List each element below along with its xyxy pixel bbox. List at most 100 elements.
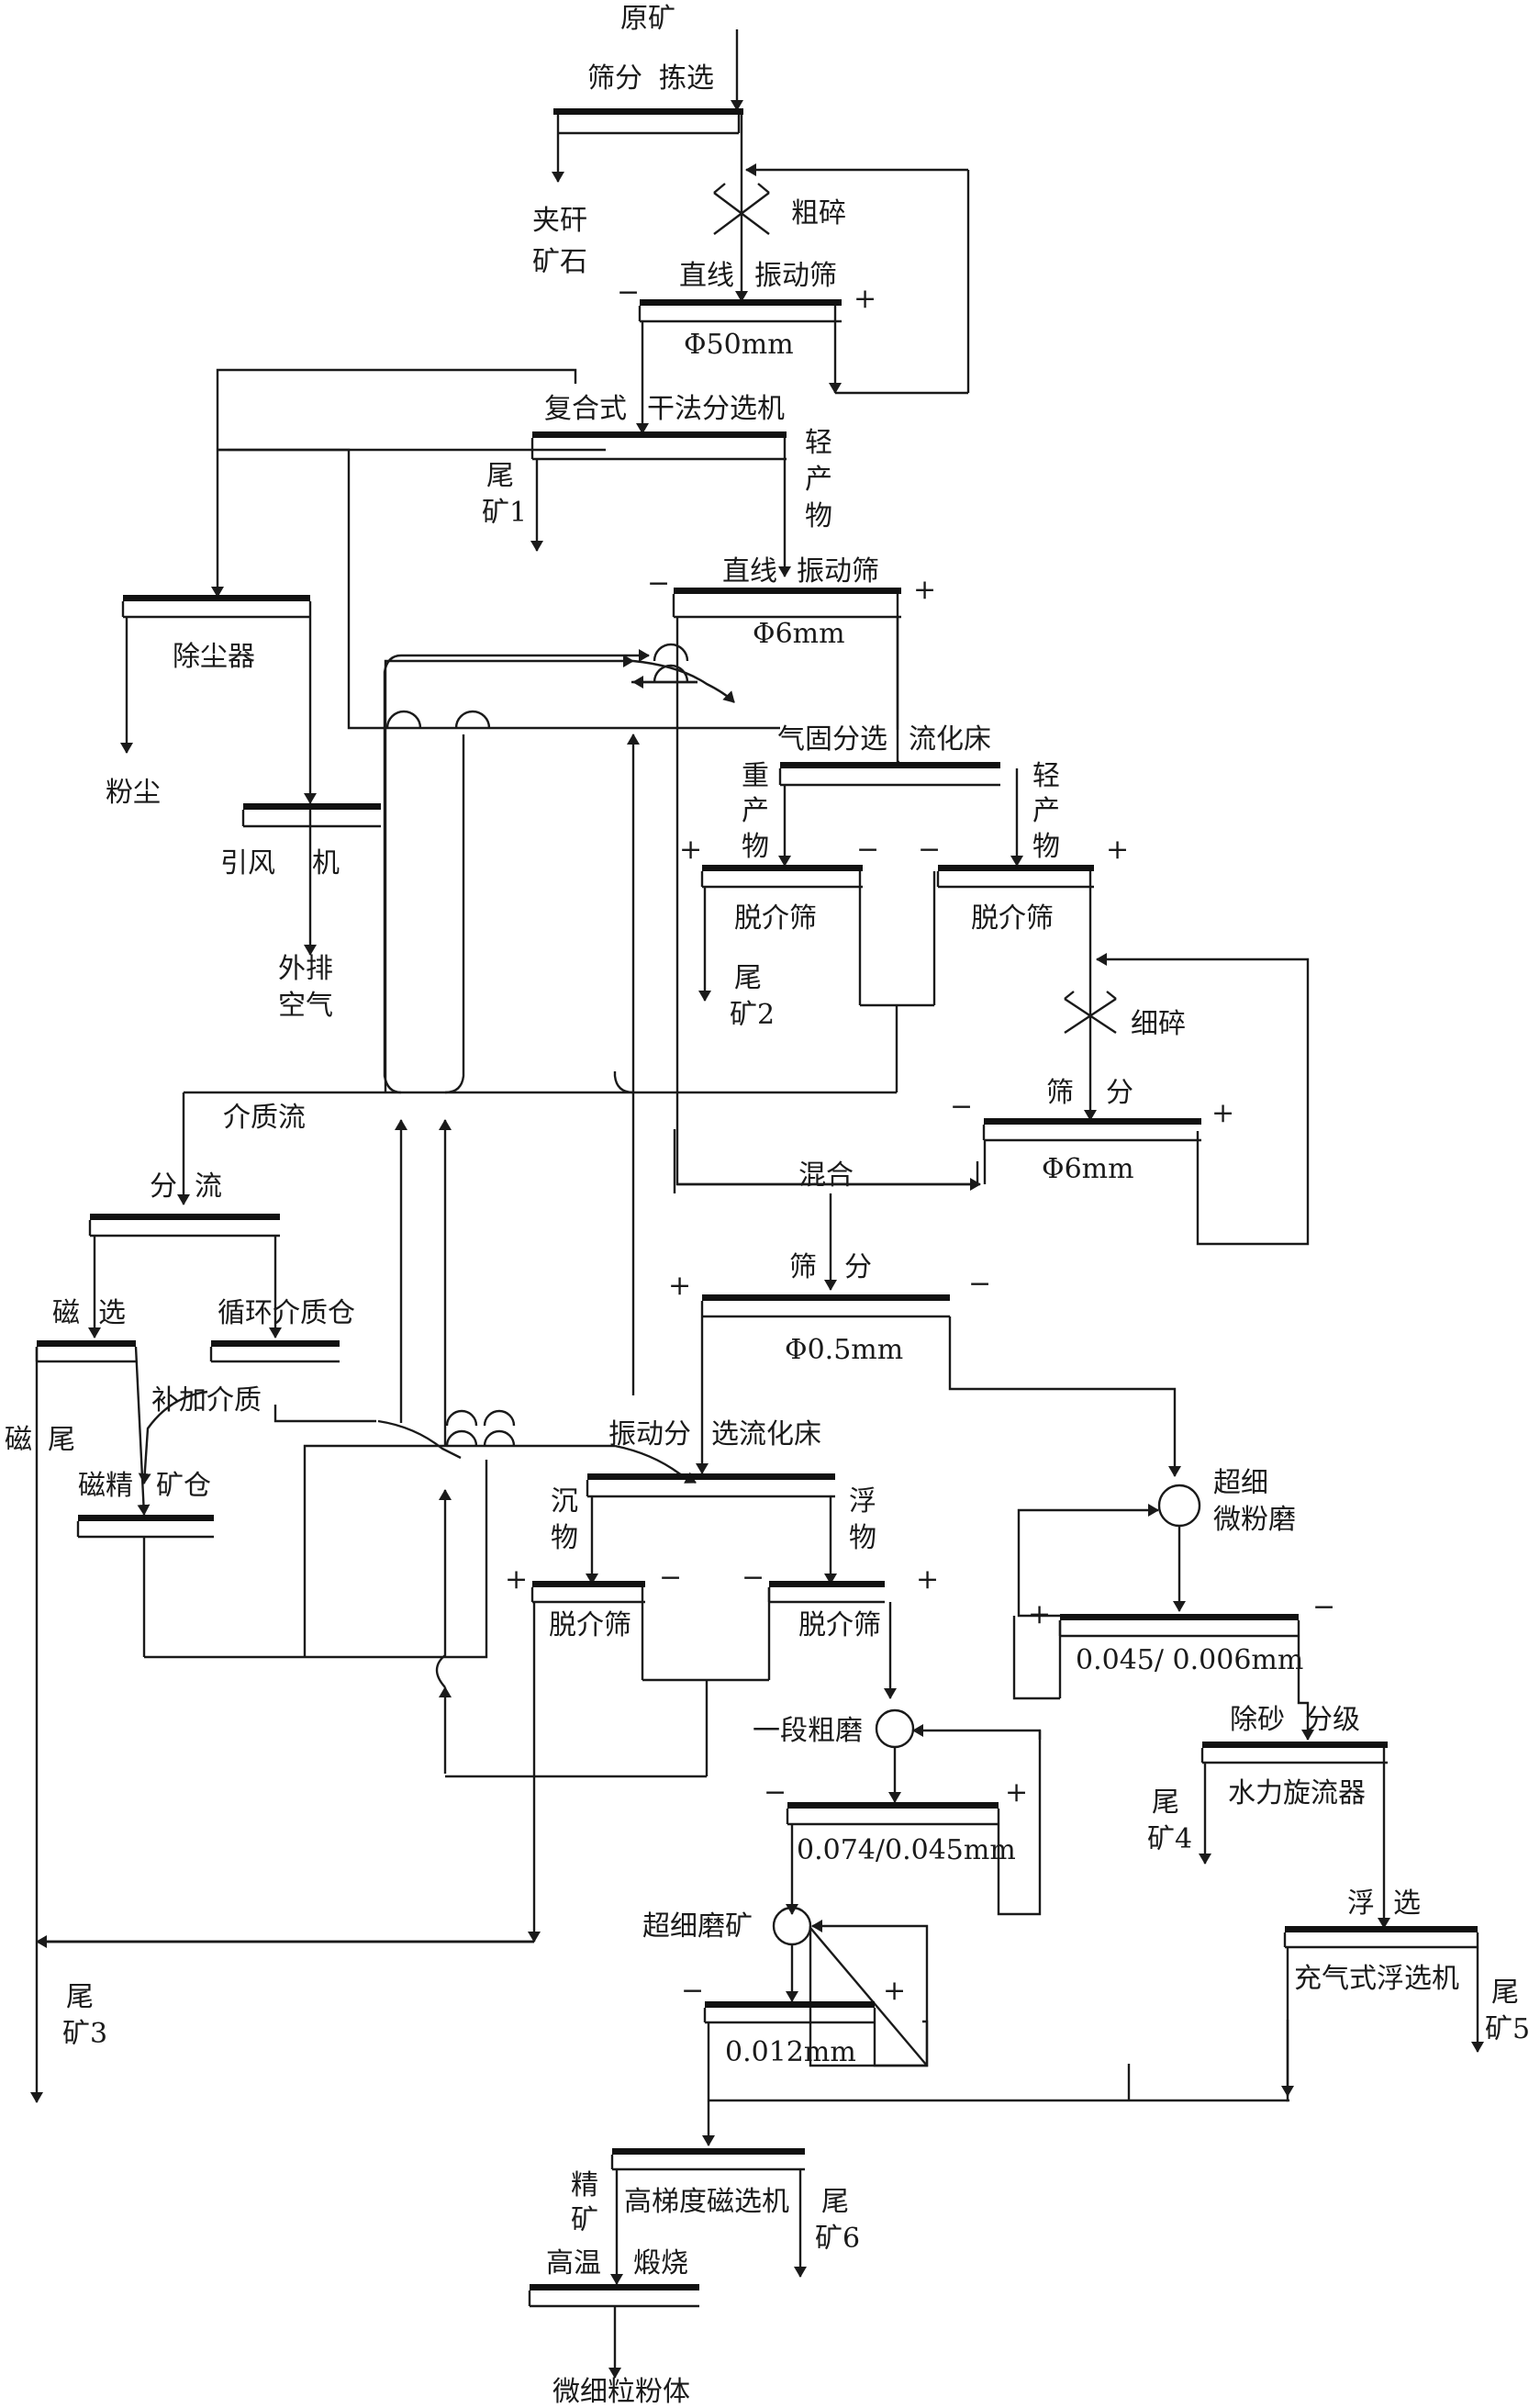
label-phi6-mid: Φ6mm (1042, 1153, 1134, 1185)
label-composite-dry-a: 复合式 (544, 393, 627, 425)
label-linear-screen1-b: 振动筛 (754, 260, 837, 292)
label-plus-sc: + (1211, 1097, 1234, 1129)
label-linear-screen1-a: 直线 (679, 260, 734, 292)
label-phi6-top: Φ6mm (753, 618, 845, 650)
label-plus-s2: + (913, 574, 936, 606)
label-screen-a: 筛 (1046, 1077, 1074, 1109)
label-linear-screen2-b: 振动筛 (797, 555, 879, 588)
label-ultrafine-grind: 超细磨矿 (642, 1910, 753, 1943)
label-demedium1: 脱介筛 (734, 902, 817, 935)
label-ultrafine-mill-a: 超细 (1213, 1467, 1268, 1499)
label-add-medium: 补加介质 (151, 1384, 262, 1417)
label-vib-fluid-a: 振动分 (608, 1418, 691, 1450)
label-circ-medium: 循环介质仓 (218, 1297, 355, 1329)
label-light2-2: 产 (1032, 795, 1060, 827)
label-plus-d4: + (916, 1563, 939, 1596)
label-heavy-3: 物 (742, 831, 769, 863)
label-demedium2: 脱介筛 (971, 902, 1054, 935)
label-dust: 粉尘 (106, 777, 161, 809)
label-tail1-a: 尾 (486, 460, 514, 492)
label-hgms: 高梯度磁选机 (624, 2186, 789, 2218)
label-fan-b: 机 (312, 847, 340, 879)
label-raw-ore: 原矿 (620, 3, 675, 35)
label-tail4-a: 尾 (1152, 1786, 1179, 1819)
label-minus-m: − (968, 1268, 991, 1300)
label-desand-a: 除砂 (1230, 1704, 1285, 1736)
label-plus-m: + (668, 1270, 691, 1302)
label-tail5-a: 尾 (1491, 1977, 1519, 2009)
stage-grinding (705, 1710, 1040, 2145)
label-vib-fluid-b: 选流化床 (711, 1418, 821, 1450)
label-plus-u: + (1028, 1598, 1051, 1630)
label-exhaust-a: 外排 (278, 953, 333, 985)
label-product: 微细粒粉体 (552, 2376, 690, 2408)
label-gangue-b: 矿石 (532, 246, 587, 278)
label-gas-solid-a: 气固分选 (777, 723, 887, 756)
label-plus-d2: + (1106, 834, 1129, 866)
label-minus-u: − (1312, 1591, 1335, 1623)
label-tail2-a: 尾 (734, 962, 762, 994)
label-medium-flow: 介质流 (223, 1102, 306, 1134)
label-conc-a: 精 (571, 2169, 598, 2201)
label-light-1: 轻 (805, 427, 832, 459)
label-calcine-a: 高温 (546, 2247, 601, 2279)
label-light-3: 物 (805, 500, 832, 532)
label-tail3-a: 尾 (66, 1981, 94, 2013)
label-screen-b: 分 (1106, 1077, 1133, 1109)
label-minus-sc: − (950, 1091, 973, 1123)
label-ultrafine-mill-b: 微粉磨 (1213, 1504, 1296, 1536)
label-tail6-a: 尾 (821, 2186, 849, 2218)
label-plus-s1: + (854, 283, 876, 315)
label-minus-d2: − (918, 834, 941, 866)
label-size-0012: 0.012mm (725, 2036, 856, 2068)
label-minus-s1: − (617, 276, 640, 308)
label-dust-collector: 除尘器 (173, 641, 255, 673)
label-sink-1: 沉 (551, 1485, 578, 1518)
label-linear-screen2-a: 直线 (722, 555, 777, 588)
label-float-2: 物 (849, 1522, 876, 1554)
label-tail4-b: 矿4 (1147, 1823, 1192, 1855)
label-minus-s2: − (647, 567, 670, 599)
label-sink-2: 物 (551, 1522, 578, 1554)
label-flot-b: 选 (1393, 1887, 1421, 1920)
label-float-1: 浮 (849, 1485, 876, 1518)
label-minus-d3: − (659, 1562, 682, 1594)
label-mag-tail-a: 磁 (5, 1424, 32, 1456)
label-exhaust-b: 空气 (278, 990, 333, 1022)
label-light2-1: 轻 (1032, 760, 1060, 792)
stage-medium (37, 1092, 1129, 2102)
label-tail1-b: 矿1 (482, 497, 527, 529)
label-plus-g2: + (883, 1975, 906, 2007)
label-minus-g1: − (764, 1776, 787, 1809)
label-coarse-crush: 粗碎 (791, 197, 846, 230)
label-flot-a: 浮 (1347, 1887, 1375, 1920)
label-demedium4: 脱介筛 (798, 1609, 881, 1641)
label-tail3-b: 矿3 (62, 2018, 107, 2050)
label-split-a: 分 (150, 1170, 177, 1203)
label-fan-a: 引风 (220, 847, 275, 879)
label-mixing: 混合 (798, 1159, 854, 1192)
label-screen-pick-b: 拣选 (659, 62, 714, 95)
stage-returns (378, 655, 696, 1774)
label-phi50: Φ50mm (684, 329, 794, 361)
label-minus-d1: − (856, 834, 879, 866)
label-calcine-b: 煅烧 (633, 2247, 688, 2279)
label-split-b: 流 (195, 1170, 222, 1203)
label-hydrocyclone: 水力旋流器 (1228, 1777, 1366, 1809)
label-demedium3: 脱介筛 (549, 1609, 631, 1641)
label-screen2-a: 筛 (789, 1251, 817, 1283)
labels: 原矿 筛分 拣选 夹矸 矿石 粗碎 − 直线 振动筛 + Φ50mm 复合式 干… (5, 3, 1530, 2408)
label-plus-d1: + (679, 834, 702, 866)
label-stage1-mill: 一段粗磨 (753, 1715, 863, 1747)
label-conc-b: 矿 (571, 2204, 598, 2236)
label-tail2-b: 矿2 (730, 999, 775, 1031)
label-composite-dry-b: 干法分选机 (647, 393, 785, 425)
label-plus-d3: + (505, 1563, 528, 1596)
label-minus-d4: − (742, 1562, 764, 1594)
label-desand-b: 分级 (1305, 1704, 1360, 1736)
label-tail6-b: 矿6 (815, 2223, 860, 2255)
label-light-2: 产 (805, 464, 832, 496)
label-mag-conc-a: 磁精 (78, 1470, 133, 1502)
label-size-0045: 0.045/ 0.006mm (1076, 1644, 1303, 1676)
